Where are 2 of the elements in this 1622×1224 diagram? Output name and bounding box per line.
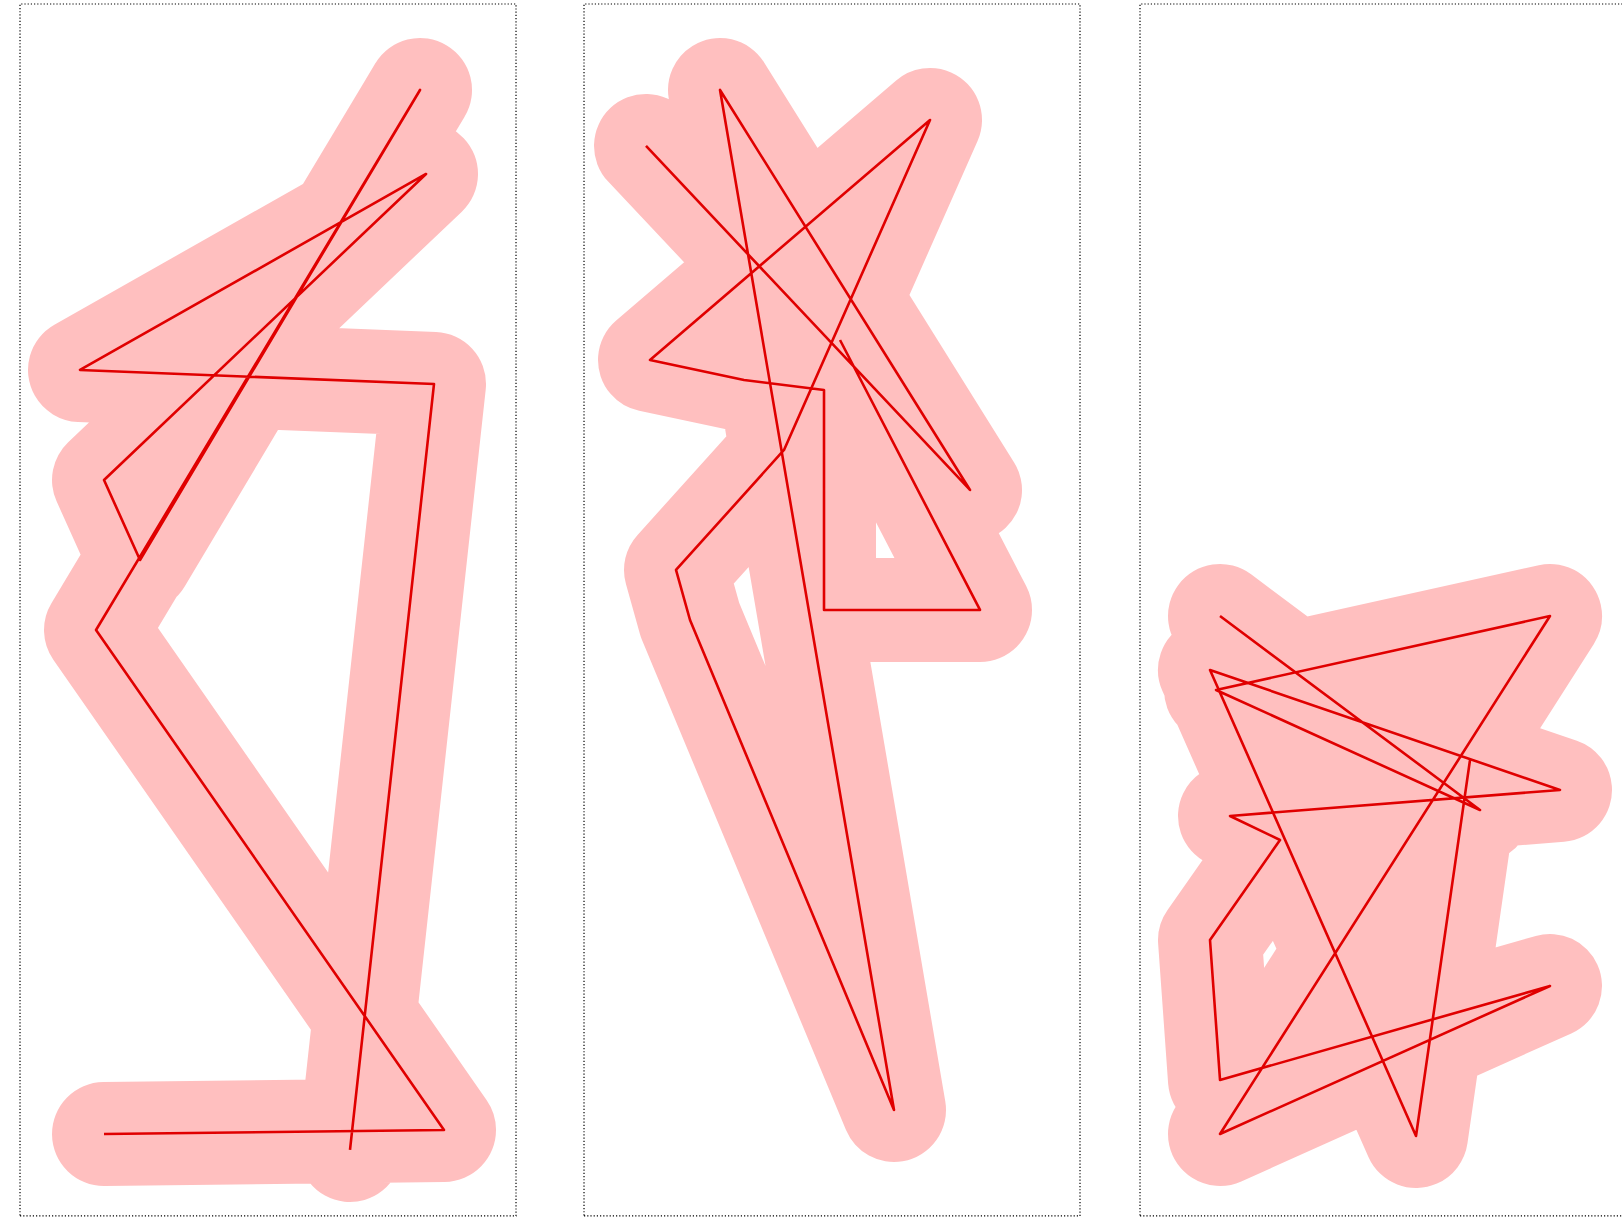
panel-frame: [1139, 3, 1622, 1217]
panel-frame: [583, 3, 1081, 1217]
